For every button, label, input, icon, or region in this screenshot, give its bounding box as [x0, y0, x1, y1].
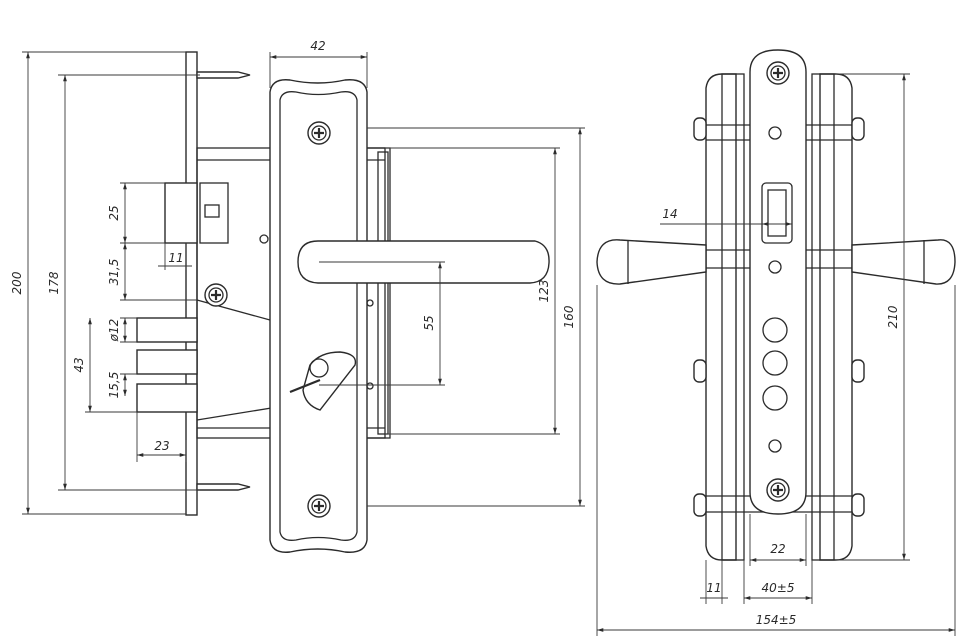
dim-55: 55: [422, 315, 436, 330]
mortise-lock: [136, 51, 386, 516]
dim-123: 123: [537, 280, 551, 303]
dim-40: 40±5: [762, 581, 795, 595]
mounting-nail-bottom: [196, 483, 251, 491]
dim-23: 23: [154, 439, 169, 453]
escutcheon-plate: [269, 79, 368, 553]
dim-154: 154±5: [756, 613, 797, 627]
lock-faceplate: [185, 51, 198, 516]
handle-side-left: [596, 239, 707, 285]
dim-200: 200: [10, 271, 24, 294]
dim-210: 210: [886, 305, 900, 328]
dim-160: 160: [562, 305, 576, 328]
mounting-nail-top: [196, 71, 251, 79]
dimension-lines: [22, 51, 956, 636]
dim-178: 178: [47, 271, 61, 294]
screw-icon: [203, 282, 229, 308]
dim-25: 25: [107, 205, 121, 220]
deadbolt-3: [136, 383, 198, 413]
screw-icon: [765, 60, 791, 86]
lock-front-strip: [749, 49, 807, 515]
dim-42: 42: [310, 39, 325, 53]
screw-icon: [765, 477, 791, 503]
thumb-turn: [302, 351, 357, 411]
dim-22: 22: [770, 542, 785, 556]
latch-bolt: [164, 182, 198, 244]
dim-15-5: 15,5: [107, 372, 121, 399]
side-view: [596, 49, 956, 561]
dim-11-bottom: 11: [706, 581, 721, 595]
dim-43: 43: [72, 357, 86, 372]
screw-icon: [306, 120, 332, 146]
handle-side-right: [851, 239, 956, 285]
dimension-labels: 42 200 178 25 11 31,5 ø12 43 15,5 23 55 …: [10, 39, 900, 627]
screw-icon: [306, 493, 332, 519]
deadbolt-1: [136, 317, 198, 343]
handle-escutcheon-view: [269, 79, 550, 553]
dim-14: 14: [662, 207, 677, 221]
dim-31-5: 31,5: [107, 259, 121, 286]
dim-phi-12: ø12: [107, 319, 121, 343]
dim-11-top: 11: [168, 251, 183, 265]
deadbolt-2: [136, 349, 198, 375]
